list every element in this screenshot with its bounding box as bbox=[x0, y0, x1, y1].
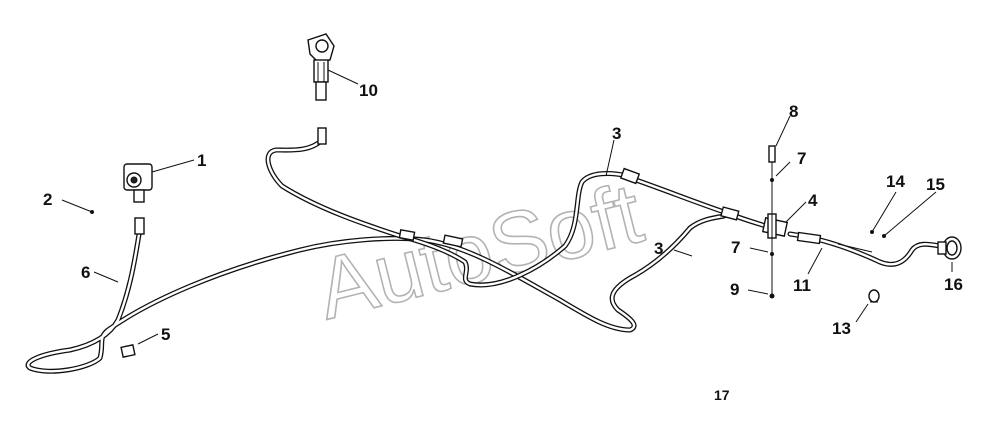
part-1-pump bbox=[123, 163, 153, 203]
hose-upper bbox=[265, 137, 631, 288]
callout-14: 14 bbox=[886, 172, 905, 191]
callout-10: 10 bbox=[359, 81, 378, 100]
part-13-clamp bbox=[868, 289, 880, 303]
callout-13: 13 bbox=[832, 319, 851, 338]
page-number: 17 bbox=[714, 387, 730, 403]
fastener-stack bbox=[768, 145, 776, 299]
part-5-clip bbox=[120, 344, 136, 358]
callout-2: 2 bbox=[43, 190, 52, 209]
callout-9: 9 bbox=[730, 280, 739, 299]
callout-16: 16 bbox=[944, 275, 963, 294]
callout-4: 4 bbox=[808, 191, 818, 210]
callout-labels: 1 2 3 3 4 5 6 7 7 8 9 10 11 13 14 15 16 bbox=[43, 81, 963, 344]
hose-connectors bbox=[134, 127, 822, 248]
watermark: AutoSoft bbox=[308, 165, 651, 338]
part-4-tee bbox=[761, 213, 789, 239]
callout-3-upper: 3 bbox=[612, 124, 621, 143]
part-14-15-items bbox=[837, 243, 873, 253]
callout-3-lower: 3 bbox=[654, 239, 663, 258]
callout-5: 5 bbox=[161, 325, 170, 344]
part-10-sensor bbox=[307, 33, 335, 101]
hose-main bbox=[25, 213, 727, 374]
callout-7-upper: 7 bbox=[797, 149, 806, 168]
callout-7-lower: 7 bbox=[731, 238, 740, 257]
callout-15: 15 bbox=[926, 175, 945, 194]
callout-11: 11 bbox=[793, 276, 811, 295]
leader-lines bbox=[61, 69, 953, 345]
callout-8: 8 bbox=[789, 102, 798, 121]
part-16-cap bbox=[937, 236, 962, 260]
hose-11 bbox=[787, 231, 943, 267]
callout-6: 6 bbox=[81, 263, 90, 282]
callout-1: 1 bbox=[197, 151, 206, 170]
